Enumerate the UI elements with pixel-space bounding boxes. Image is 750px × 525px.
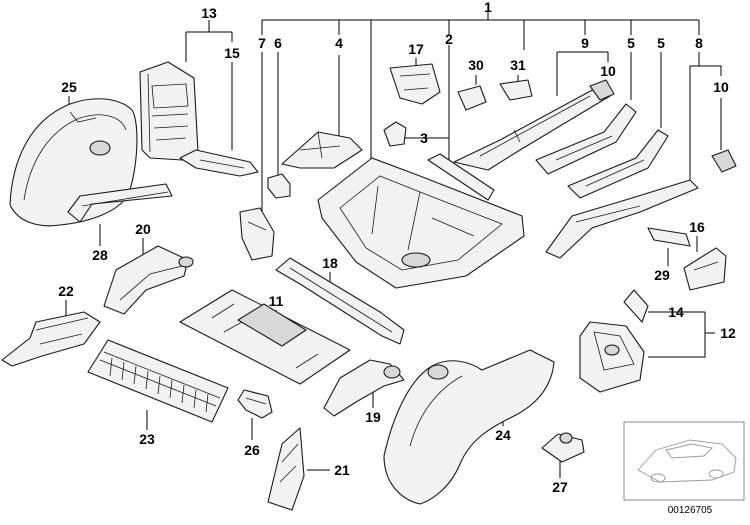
callout-12: 12 [720, 325, 736, 341]
callout-28: 28 [92, 247, 108, 263]
part-17-bracket [389, 63, 441, 105]
callout-15: 15 [224, 45, 240, 61]
part-27-mount [541, 432, 585, 463]
callout-5a: 5 [627, 35, 635, 51]
inset-frame [623, 421, 745, 501]
part-28-rail [67, 183, 173, 223]
callout-7: 7 [258, 35, 266, 51]
callout-31: 31 [510, 57, 526, 73]
callout-14: 14 [668, 304, 684, 320]
callout-16: 16 [689, 219, 705, 235]
part-2-strip [427, 153, 495, 201]
part-26-clip [237, 389, 273, 419]
part-13-rear-panel [139, 61, 199, 161]
part-3-clip [383, 121, 407, 147]
callout-10a: 10 [600, 63, 616, 79]
callout-10b: 10 [713, 79, 729, 95]
part-5b-rail [567, 129, 669, 199]
part-6-block [267, 173, 291, 199]
inset-car-window [665, 443, 713, 459]
part-12-housing [579, 321, 645, 393]
callout-26: 26 [244, 442, 260, 458]
leader-2 [430, 45, 450, 165]
callout-25: 25 [61, 79, 77, 95]
part-19-bracket [323, 359, 405, 417]
callout-5b: 5 [657, 35, 665, 51]
leader-13 [185, 20, 233, 62]
inset-wheel-front [650, 473, 666, 483]
callout-24: 24 [495, 427, 511, 443]
callout-27: 27 [552, 479, 568, 495]
part-22-side-member [1, 311, 101, 367]
callout-20: 20 [135, 221, 151, 237]
part-11-floor-plate [179, 289, 351, 385]
part-20-support [103, 245, 194, 315]
callout-22: 22 [58, 283, 74, 299]
part-10a-cap [589, 79, 615, 101]
part-30-bracket [457, 85, 487, 111]
callout-21: 21 [334, 462, 350, 478]
part-15-bracket [179, 149, 259, 177]
reference-number: 00126705 [668, 505, 713, 516]
callout-labels: 1 2 3 4 5 5 6 7 8 9 10 10 11 12 13 14 15… [58, 0, 736, 495]
parts [1, 61, 737, 511]
callout-6: 6 [274, 35, 282, 51]
part-4-bracket [281, 131, 363, 169]
callout-8: 8 [695, 35, 703, 51]
part-18-cross-member [275, 257, 405, 345]
part-16-end-piece [683, 247, 727, 291]
callout-18: 18 [322, 255, 338, 271]
part-31-bracket [499, 79, 533, 101]
part-14-bracket [623, 289, 649, 323]
part-24-wheel-arch [383, 349, 555, 505]
inset-wheel-rear [708, 469, 724, 479]
callout-29: 29 [654, 267, 670, 283]
leader-14-12 [631, 299, 715, 358]
part-7-upright [239, 207, 275, 261]
callout-17: 17 [408, 41, 424, 57]
inset-car-body [637, 439, 737, 483]
part-5a-rail [535, 103, 637, 175]
leader-group-1 [261, 10, 700, 165]
part-10b-cap [711, 149, 737, 173]
callout-1: 1 [484, 0, 492, 15]
callout-23: 23 [139, 431, 155, 447]
callout-30: 30 [468, 57, 484, 73]
part-23-floor-panel [87, 339, 229, 423]
callout-11: 11 [269, 293, 284, 309]
leader-9 [556, 51, 609, 96]
callout-13: 13 [201, 5, 217, 21]
part-21-side-panel [267, 427, 305, 511]
vehicle-inset: 00126705 [623, 421, 745, 516]
callout-9: 9 [581, 35, 589, 51]
callout-19: 19 [365, 409, 381, 425]
callout-3: 3 [420, 130, 428, 146]
callout-4: 4 [335, 35, 343, 51]
callout-2: 2 [445, 31, 453, 47]
part-8-member [545, 179, 699, 259]
part-1-trunk-floor [317, 157, 525, 289]
part-29-bracket [647, 227, 691, 247]
leader-8 [689, 52, 722, 182]
